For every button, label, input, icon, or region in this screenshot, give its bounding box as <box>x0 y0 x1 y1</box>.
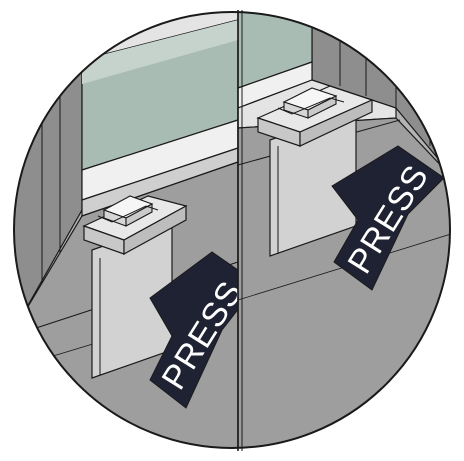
right-panel: PRESS <box>238 0 464 461</box>
left-panel: PRESS <box>14 0 258 461</box>
